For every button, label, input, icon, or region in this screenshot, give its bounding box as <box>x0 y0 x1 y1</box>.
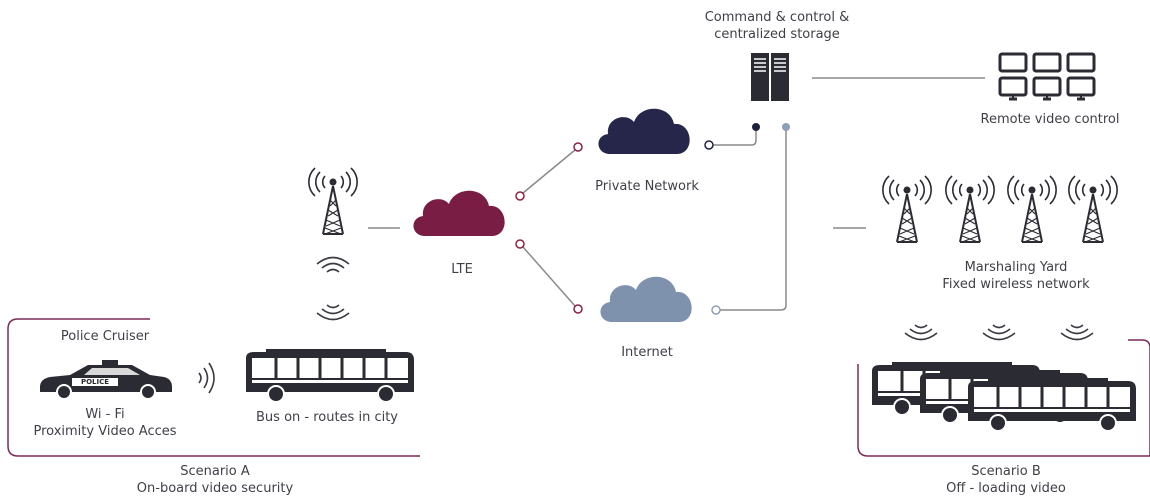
scenario-a-subtitle: On-board video security <box>136 481 294 496</box>
port-lte-internet <box>515 239 525 249</box>
lte-cloud-icon <box>413 190 505 236</box>
police-car-icon <box>40 360 172 400</box>
port-command-blue <box>782 123 790 131</box>
internet-cloud-icon <box>600 276 692 322</box>
link-internet-command <box>720 128 787 311</box>
yard-tower-icon <box>1067 175 1119 243</box>
port-private-lte <box>573 142 583 152</box>
yard-label-line2: Fixed wireless network <box>942 277 1090 292</box>
port-internet-right <box>711 305 721 315</box>
yard-tower-icon <box>881 175 933 243</box>
private-network-label: Private Network <box>595 179 699 194</box>
connector-lines <box>368 77 985 315</box>
bus-routes-label: Bus on - routes in city <box>256 410 398 425</box>
command-label-line1: Command & control & <box>704 10 850 25</box>
wifi-label: Wi - Fi <box>85 407 125 422</box>
port-private-right <box>704 140 714 150</box>
server-icon <box>751 53 789 101</box>
yard-bus-icon <box>966 376 1138 433</box>
internet-label: Internet <box>621 345 673 360</box>
scenario-b-title: Scenario B <box>971 464 1041 479</box>
police-cruiser-label: Police Cruiser <box>60 329 150 344</box>
scenario-a-frame <box>7 318 420 457</box>
yard-tower-icon <box>944 175 996 243</box>
yard-wifi-icon <box>982 324 1016 341</box>
private-network-cloud-icon <box>598 108 690 154</box>
yard-tower-icon <box>1006 175 1058 243</box>
yard-wifi-icon <box>904 324 938 341</box>
remote-video-label: Remote video control <box>980 112 1120 127</box>
scenario-b-subtitle: Off - loading video <box>946 481 1066 496</box>
port-lte-private <box>515 191 525 201</box>
cell-tower-icon <box>307 167 359 235</box>
lte-label: LTE <box>451 262 473 277</box>
yard-label-line1: Marshaling Yard <box>964 260 1068 275</box>
link-lte-private <box>522 149 576 194</box>
port-command-navy <box>752 123 760 131</box>
wireless-waves-icon <box>316 256 350 273</box>
link-lte-internet <box>522 246 576 307</box>
scenario-a-title: Scenario A <box>180 464 250 479</box>
proximity-waves-icon <box>198 362 215 394</box>
port-internet-lte <box>573 304 583 314</box>
police-badge: POLICE <box>81 378 109 386</box>
yard-wifi-icon <box>1060 324 1094 341</box>
link-private-command <box>712 128 757 146</box>
monitor-wall-icon <box>998 52 1096 101</box>
scenario-b-frame <box>857 339 1150 457</box>
proximity-label: Proximity Video Acces <box>33 424 177 439</box>
city-bus-icon <box>244 347 416 404</box>
command-label-line2: centralized storage <box>714 27 840 42</box>
wireless-waves-icon <box>316 304 350 321</box>
